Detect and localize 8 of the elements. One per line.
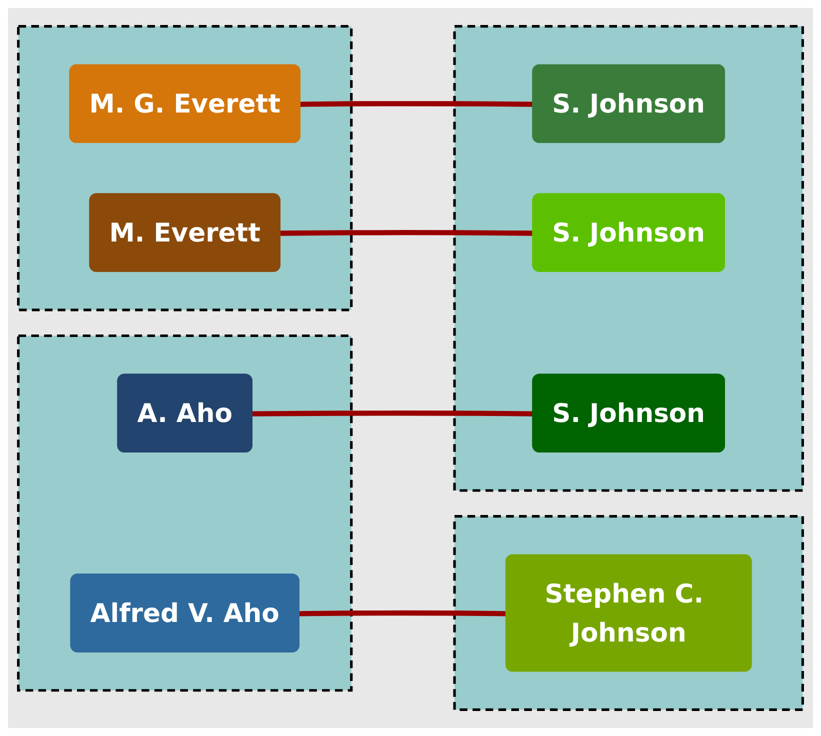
cluster [453, 515, 804, 711]
connector [252, 410, 534, 416]
connector [280, 230, 534, 236]
cluster [453, 25, 804, 492]
cluster [17, 334, 353, 692]
cluster [17, 25, 353, 312]
connector [300, 101, 534, 107]
connector [299, 610, 507, 616]
